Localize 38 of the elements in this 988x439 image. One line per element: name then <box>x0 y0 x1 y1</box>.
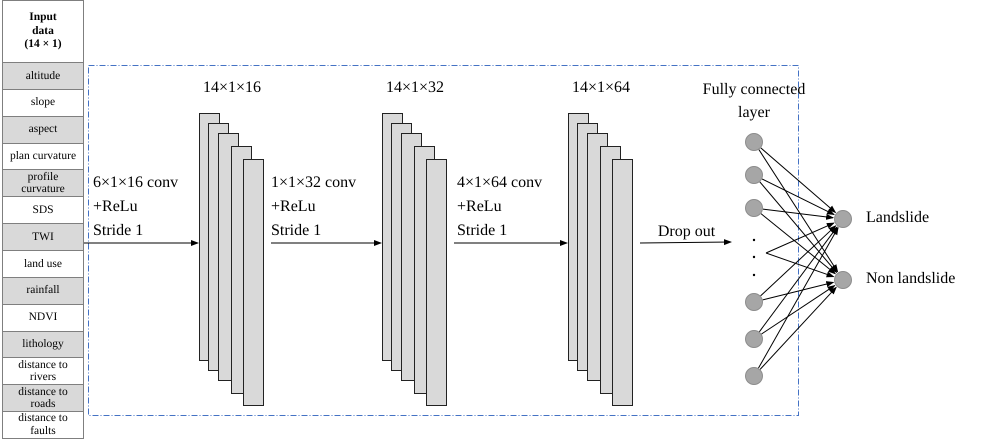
arrow <box>762 281 834 300</box>
arrow <box>640 239 732 246</box>
arrow <box>454 240 568 246</box>
feature-cell: altitude <box>3 63 83 90</box>
column-heading: Input data (14 × 1) <box>24 10 62 52</box>
feature-cell: plan curvature <box>3 144 83 170</box>
feature-cell: lithology <box>3 332 83 358</box>
output-class-label: Non landslide <box>866 269 956 289</box>
feature-cell: profile curvature <box>3 170 83 198</box>
arrow <box>762 178 835 216</box>
arrow <box>760 213 836 274</box>
arrow <box>759 181 838 274</box>
edge-label: 1×1×32 conv +ReLu Stride 1 <box>271 173 357 241</box>
layer-title: Fully connected layer <box>702 80 806 123</box>
layer-size-label: 14×1×64 <box>570 78 632 98</box>
arrow <box>84 240 199 246</box>
edge-label: 6×1×16 conv +ReLu Stride 1 <box>93 173 179 241</box>
arrow <box>762 208 834 220</box>
feature-cell: rainfall <box>3 278 83 305</box>
arrow <box>760 286 837 370</box>
arrow <box>758 149 838 272</box>
arrow <box>766 222 835 254</box>
feature-cell: NDVI <box>3 304 83 332</box>
input-data-column <box>2 0 84 439</box>
feature-cell: TWI <box>3 224 83 252</box>
arrow <box>760 225 836 296</box>
layer-size-label: 14×1×16 <box>202 78 262 98</box>
arrow <box>758 226 839 369</box>
edge-label: 4×1×64 conv +ReLu Stride 1 <box>457 173 543 241</box>
feature-cell: aspect <box>3 116 83 144</box>
arrow <box>761 284 836 335</box>
arrow <box>760 147 836 214</box>
edge-label: Drop out <box>656 222 716 242</box>
arrow <box>270 240 382 246</box>
arrow <box>766 252 834 278</box>
output-class-label: Landslide <box>866 208 930 228</box>
arrow <box>758 226 838 332</box>
layer-size-label: 14×1×32 <box>384 78 446 98</box>
